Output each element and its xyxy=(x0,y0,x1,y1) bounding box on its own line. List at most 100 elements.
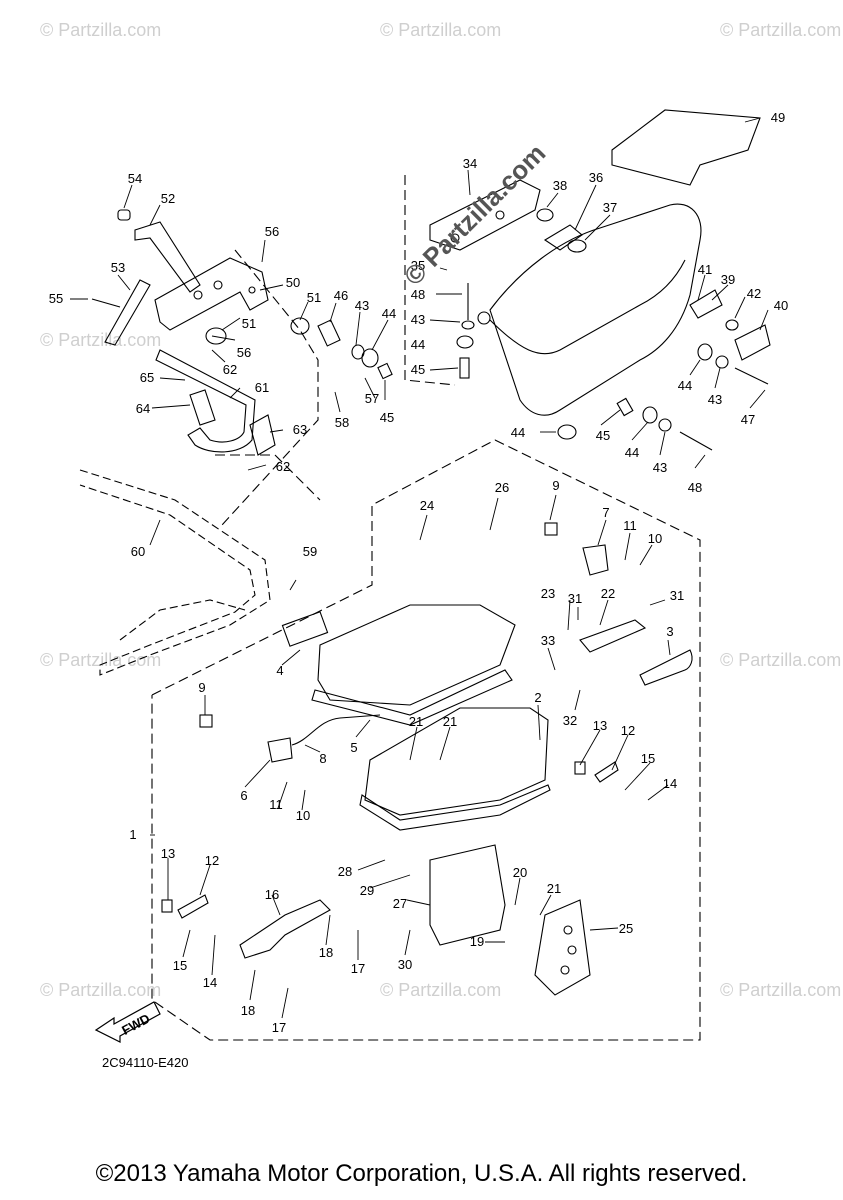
callout: 23 xyxy=(541,586,555,601)
callout-labels: 54 52 53 55 56 50 51 51 46 43 44 56 62 6… xyxy=(49,110,788,1035)
washer-37 xyxy=(567,239,587,253)
callout: 25 xyxy=(619,921,633,936)
callout: 48 xyxy=(688,480,702,495)
callout: 56 xyxy=(237,345,251,360)
pad-63 xyxy=(249,414,276,456)
damper-51 xyxy=(290,317,310,335)
washer-42 xyxy=(725,319,739,331)
callout: 24 xyxy=(420,498,434,513)
cover-22 xyxy=(579,619,647,653)
callout: 31 xyxy=(568,591,582,606)
callout: 1 xyxy=(129,827,136,842)
callout: 64 xyxy=(136,401,150,416)
grommet-38 xyxy=(536,208,554,222)
callout: 51 xyxy=(307,290,321,305)
callout: 4 xyxy=(276,663,283,678)
callout: 58 xyxy=(335,415,349,430)
callout: 18 xyxy=(319,945,333,960)
callout: 53 xyxy=(111,260,125,275)
bracket-53 xyxy=(104,279,151,346)
collar-45 xyxy=(377,362,393,380)
callout: 59 xyxy=(303,544,317,559)
lid-5 xyxy=(317,604,516,706)
forward-arrow-icon: FWD xyxy=(94,1001,161,1043)
callout: 13 xyxy=(161,846,175,861)
callout: 37 xyxy=(603,200,617,215)
stay-hole xyxy=(193,290,203,300)
callout: 44 xyxy=(382,306,396,321)
frame-rail xyxy=(79,469,271,676)
cap-54 xyxy=(117,209,131,221)
saddlebag-lid xyxy=(489,203,702,416)
callout: 65 xyxy=(140,370,154,385)
clip-13 xyxy=(161,899,173,913)
callout: 22 xyxy=(601,586,615,601)
callout: 7 xyxy=(602,505,609,520)
callout: 44 xyxy=(678,378,692,393)
callout: 20 xyxy=(513,865,527,880)
callout: 52 xyxy=(161,191,175,206)
stay-hole xyxy=(248,286,256,294)
callout: 44 xyxy=(411,337,425,352)
lower-assembly-box xyxy=(151,439,701,1041)
watermark: © Partzilla.com xyxy=(720,20,842,40)
callout: 44 xyxy=(625,445,639,460)
bracket-36 xyxy=(543,224,583,251)
upper-right-bracket-line xyxy=(404,175,456,386)
callout: 17 xyxy=(272,1020,286,1035)
saddlebag-lid-edge xyxy=(489,259,686,355)
bracket-64 xyxy=(189,389,216,426)
callout: 50 xyxy=(286,275,300,290)
callout: 29 xyxy=(360,883,374,898)
callout: 8 xyxy=(319,751,326,766)
label-4 xyxy=(281,611,329,647)
callout: 39 xyxy=(721,272,735,287)
bracket-25-hole xyxy=(563,925,573,935)
guard-pipe-61 xyxy=(155,349,256,453)
drawing-code: 2C94110-E420 xyxy=(102,1055,189,1070)
fwd-label: FWD xyxy=(119,1011,152,1038)
callout: 28 xyxy=(338,864,352,879)
bracket-40 xyxy=(734,324,771,361)
hinge-6 xyxy=(267,737,293,763)
callout: 12 xyxy=(205,853,219,868)
cable-8 xyxy=(291,714,381,746)
callout: 26 xyxy=(495,480,509,495)
callout: 62 xyxy=(223,362,237,377)
bracket-52 xyxy=(134,221,201,293)
collar-46 xyxy=(317,319,341,347)
clip-9 xyxy=(544,522,558,536)
callout: 62 xyxy=(276,459,290,474)
watermark: © Partzilla.com xyxy=(380,20,502,40)
callout: 14 xyxy=(203,975,217,990)
top-cover-49 xyxy=(611,109,761,186)
callout: 10 xyxy=(648,531,662,546)
callout: 14 xyxy=(663,776,677,791)
bracket-25 xyxy=(534,899,591,996)
bolt-48 xyxy=(679,431,713,451)
callout: 12 xyxy=(621,723,635,738)
lid-5-rim xyxy=(311,669,513,726)
upper-left-bracket-line xyxy=(221,249,319,526)
case-2-rim xyxy=(359,784,551,831)
callout: 40 xyxy=(774,298,788,313)
callout: 19 xyxy=(470,934,484,949)
grommet-44 xyxy=(456,335,474,349)
callout: 18 xyxy=(241,1003,255,1018)
grommet-44 xyxy=(642,406,658,424)
callout: 54 xyxy=(128,171,142,186)
callout: 45 xyxy=(380,410,394,425)
bolt-55 xyxy=(91,298,121,308)
callout: 43 xyxy=(411,312,425,327)
watermark: © Partzilla.com xyxy=(720,980,842,1000)
grommet-44 xyxy=(557,424,577,440)
bracket-34 xyxy=(429,179,541,251)
copyright-notice: ©2013 Yamaha Motor Corporation, U.S.A. A… xyxy=(95,1160,748,1187)
watermark: © Partzilla.com xyxy=(380,980,502,1000)
callout: 27 xyxy=(393,896,407,911)
callout: 5 xyxy=(350,740,357,755)
callout: 16 xyxy=(265,887,279,902)
grommet-44 xyxy=(361,348,379,368)
callout: 33 xyxy=(541,633,555,648)
watermark: © Partzilla.com xyxy=(40,980,162,1000)
